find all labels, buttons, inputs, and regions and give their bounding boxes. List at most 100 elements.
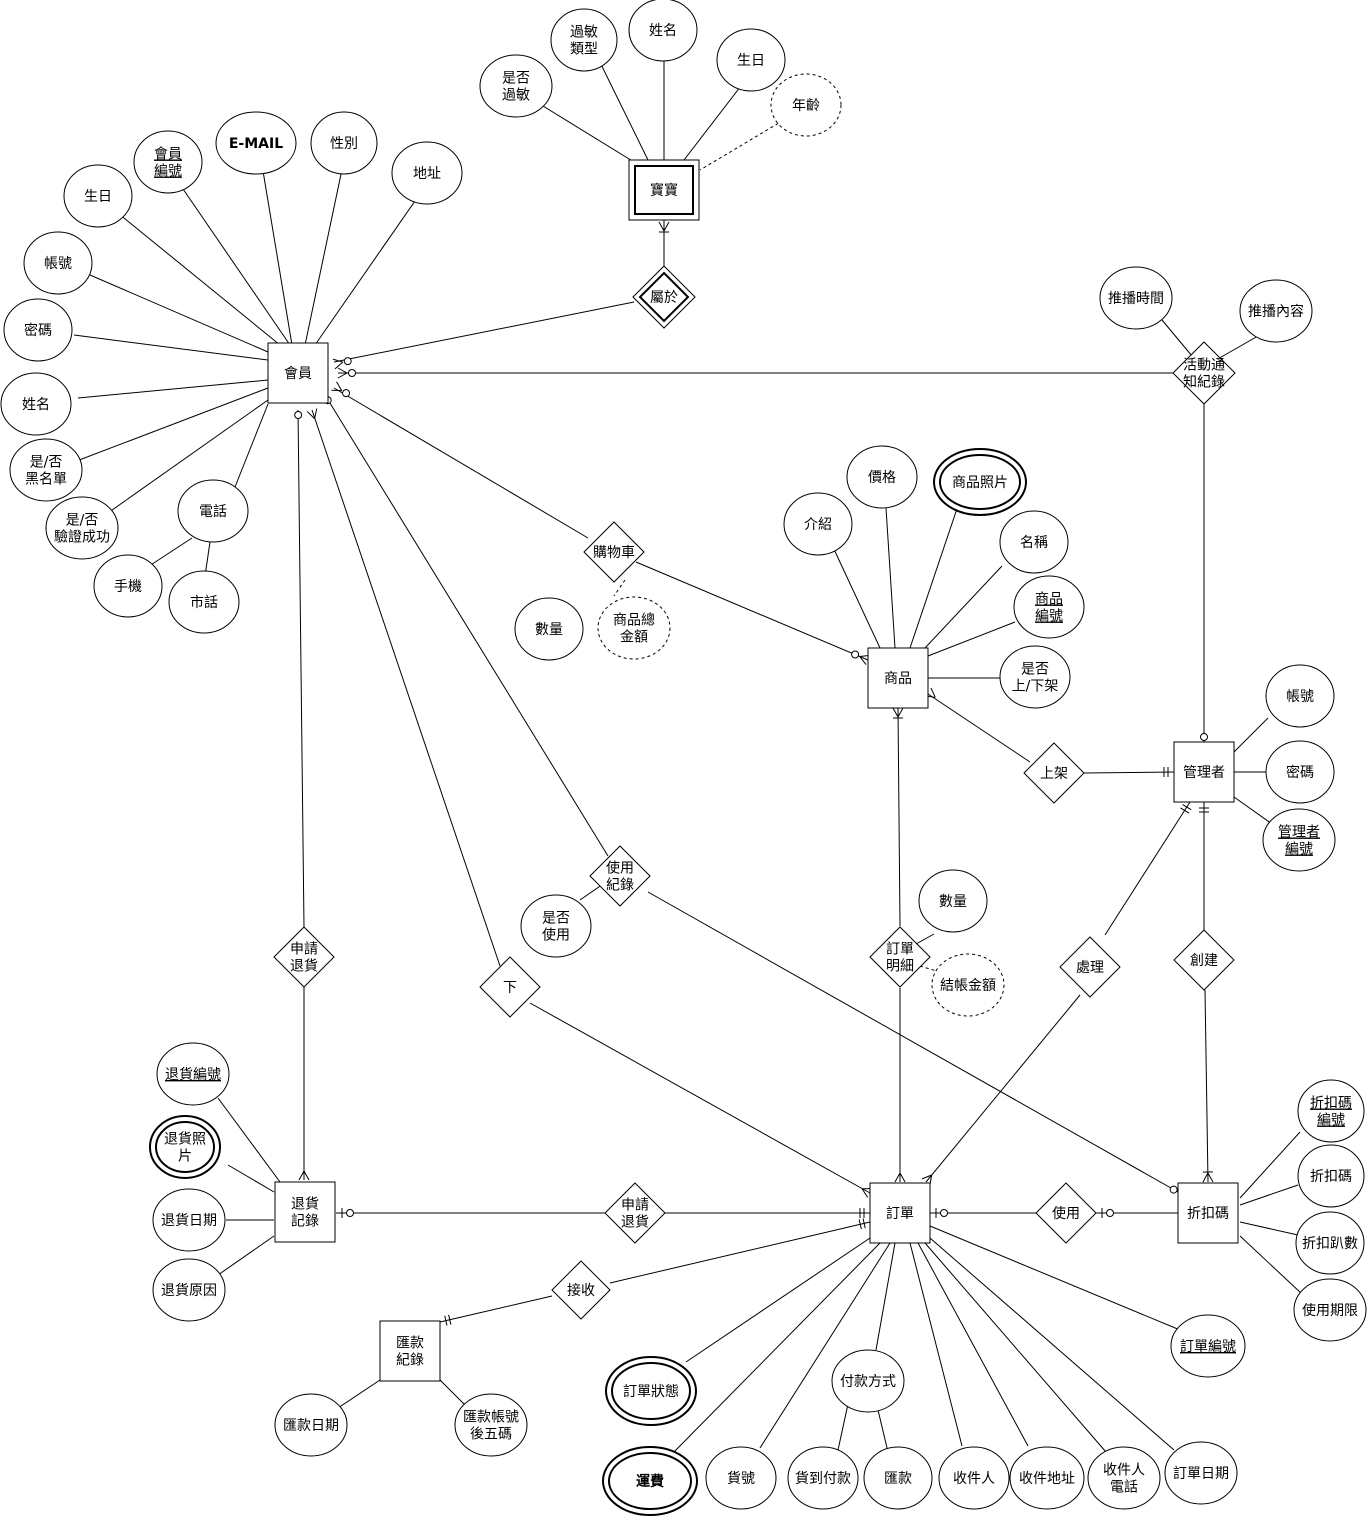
order-label: 訂單 (886, 1206, 914, 1222)
order-recipient-attribute (938, 1446, 1010, 1510)
apply-return-order-label: 申請退貨 (621, 1198, 649, 1231)
return-reason-label: 退貨原因 (161, 1282, 217, 1299)
product-price-label: 價格 (868, 469, 896, 486)
return-date-label: 退貨日期 (161, 1212, 217, 1229)
member-email-label: E-MAIL (229, 136, 283, 152)
connector-lines (73, 41, 1303, 1455)
product-id-attribute (1013, 575, 1085, 639)
order-shipping-attribute (602, 1446, 698, 1516)
use-label: 使用 (1052, 1205, 1080, 1222)
order-id-label: 訂單編號 (1180, 1339, 1236, 1355)
apply-return-member-label: 申請退貨 (290, 942, 318, 975)
admin-password-attribute (1265, 740, 1335, 804)
member-phone-attribute (177, 479, 249, 543)
belongs-relationship (632, 265, 696, 329)
order-payment-attribute (831, 1349, 905, 1413)
baby-allergy-type-label: 過敏類型 (570, 25, 598, 58)
coupon-rate-attribute (1295, 1211, 1365, 1275)
product-entity (867, 647, 929, 709)
admin-account-label: 帳號 (1286, 689, 1314, 705)
apply-return-member-relationship (273, 926, 335, 988)
member-label: 會員 (284, 366, 312, 382)
place-order-relationship (479, 956, 541, 1018)
order-date-attribute (1164, 1441, 1238, 1505)
member-gender-label: 性別 (330, 136, 358, 152)
return-photo-label: 退貨照片 (164, 1131, 206, 1165)
push-content-label: 推播內容 (1248, 303, 1304, 320)
order-detail-label: 訂單明細 (886, 942, 914, 975)
create-label: 創建 (1190, 953, 1218, 969)
remit-date-attribute (274, 1393, 348, 1457)
coupon-id-attribute (1297, 1079, 1365, 1143)
return-id-label: 退貨編號 (165, 1066, 221, 1083)
member-phone-label: 電話 (199, 503, 227, 520)
campaign-log-label: 活動通知紀錄 (1183, 358, 1225, 391)
member-address-attribute (391, 141, 463, 205)
order-tracking-label: 貨號 (727, 1470, 755, 1487)
belongs-label: 屬於 (650, 290, 678, 306)
detail-quantity-attribute (918, 869, 988, 933)
order-entity (869, 1182, 931, 1244)
order-date-label: 訂單日期 (1173, 1466, 1229, 1482)
usage-used-attribute (520, 894, 592, 958)
baby-birthday-attribute (716, 28, 786, 92)
cardinality-marks (294, 221, 1214, 1326)
remit-account-last5-label: 匯款帳號後五碼 (463, 1410, 519, 1443)
cart-quantity-attribute (514, 597, 584, 661)
order-recipient-phone-attribute (1087, 1446, 1161, 1510)
campaign-log-relationship (1172, 341, 1236, 405)
cart-total-label: 商品總金額 (613, 612, 655, 646)
coupon-label: 折扣碼 (1187, 1206, 1229, 1222)
cart-total-attribute (597, 596, 671, 660)
push-time-attribute (1099, 266, 1173, 330)
use-relationship (1035, 1182, 1097, 1244)
usage-log-relationship (589, 845, 651, 907)
return-id-attribute (156, 1042, 230, 1106)
coupon-id-label: 折扣碼編號 (1310, 1096, 1352, 1129)
order-recipient-phone-label: 收件人電話 (1103, 1463, 1145, 1496)
order-detail-relationship (869, 926, 931, 988)
coupon-validity-label: 使用期限 (1302, 1302, 1358, 1319)
order-shipping-label: 運費 (636, 1473, 664, 1490)
product-intro-attribute (783, 492, 853, 556)
member-gender-attribute (310, 111, 378, 175)
member-blacklisted-attribute (9, 438, 83, 502)
cart-quantity-label: 數量 (535, 622, 563, 638)
baby-birthday-label: 生日 (737, 53, 765, 69)
product-name-attribute (999, 510, 1069, 574)
member-password-attribute (3, 298, 73, 362)
member-password-label: 密碼 (24, 322, 52, 339)
product-label: 商品 (884, 671, 912, 687)
order-id-attribute (1170, 1314, 1246, 1378)
member-blacklisted-label: 是/否黑名單 (25, 455, 67, 488)
apply-return-order-relationship (604, 1182, 666, 1244)
receive-label: 接收 (567, 1282, 595, 1299)
order-remit-attribute (863, 1446, 933, 1510)
member-mobile-label: 手機 (114, 579, 142, 595)
return-record-label: 退貨記錄 (291, 1196, 319, 1230)
order-remit-label: 匯款 (884, 1471, 912, 1487)
handle-relationship (1059, 936, 1121, 998)
remit-record-label: 匯款紀錄 (396, 1336, 424, 1369)
product-photo-label: 商品照片 (952, 475, 1008, 491)
member-account-label: 帳號 (44, 256, 72, 272)
baby-allergy-type-attribute (550, 8, 618, 72)
member-landline-label: 市話 (190, 594, 218, 611)
baby-name-attribute (628, 0, 698, 62)
usage-used-label: 是否使用 (542, 911, 570, 944)
product-name-label: 名稱 (1020, 535, 1048, 551)
return-record-entity (274, 1181, 336, 1243)
usage-log-label: 使用紀錄 (606, 860, 634, 894)
product-photo-attribute (933, 448, 1027, 516)
coupon-entity (1177, 1182, 1239, 1244)
product-on-shelf-label: 是否上/下架 (1012, 662, 1059, 695)
product-on-shelf-attribute (999, 645, 1071, 709)
member-mobile-attribute (93, 554, 163, 618)
coupon-validity-attribute (1293, 1278, 1367, 1342)
order-cod-attribute (787, 1446, 859, 1510)
return-reason-attribute (152, 1258, 226, 1322)
product-intro-label: 介紹 (804, 517, 832, 533)
member-verified-label: 是/否驗證成功 (54, 513, 110, 546)
order-recipient-label: 收件人 (953, 1471, 995, 1487)
